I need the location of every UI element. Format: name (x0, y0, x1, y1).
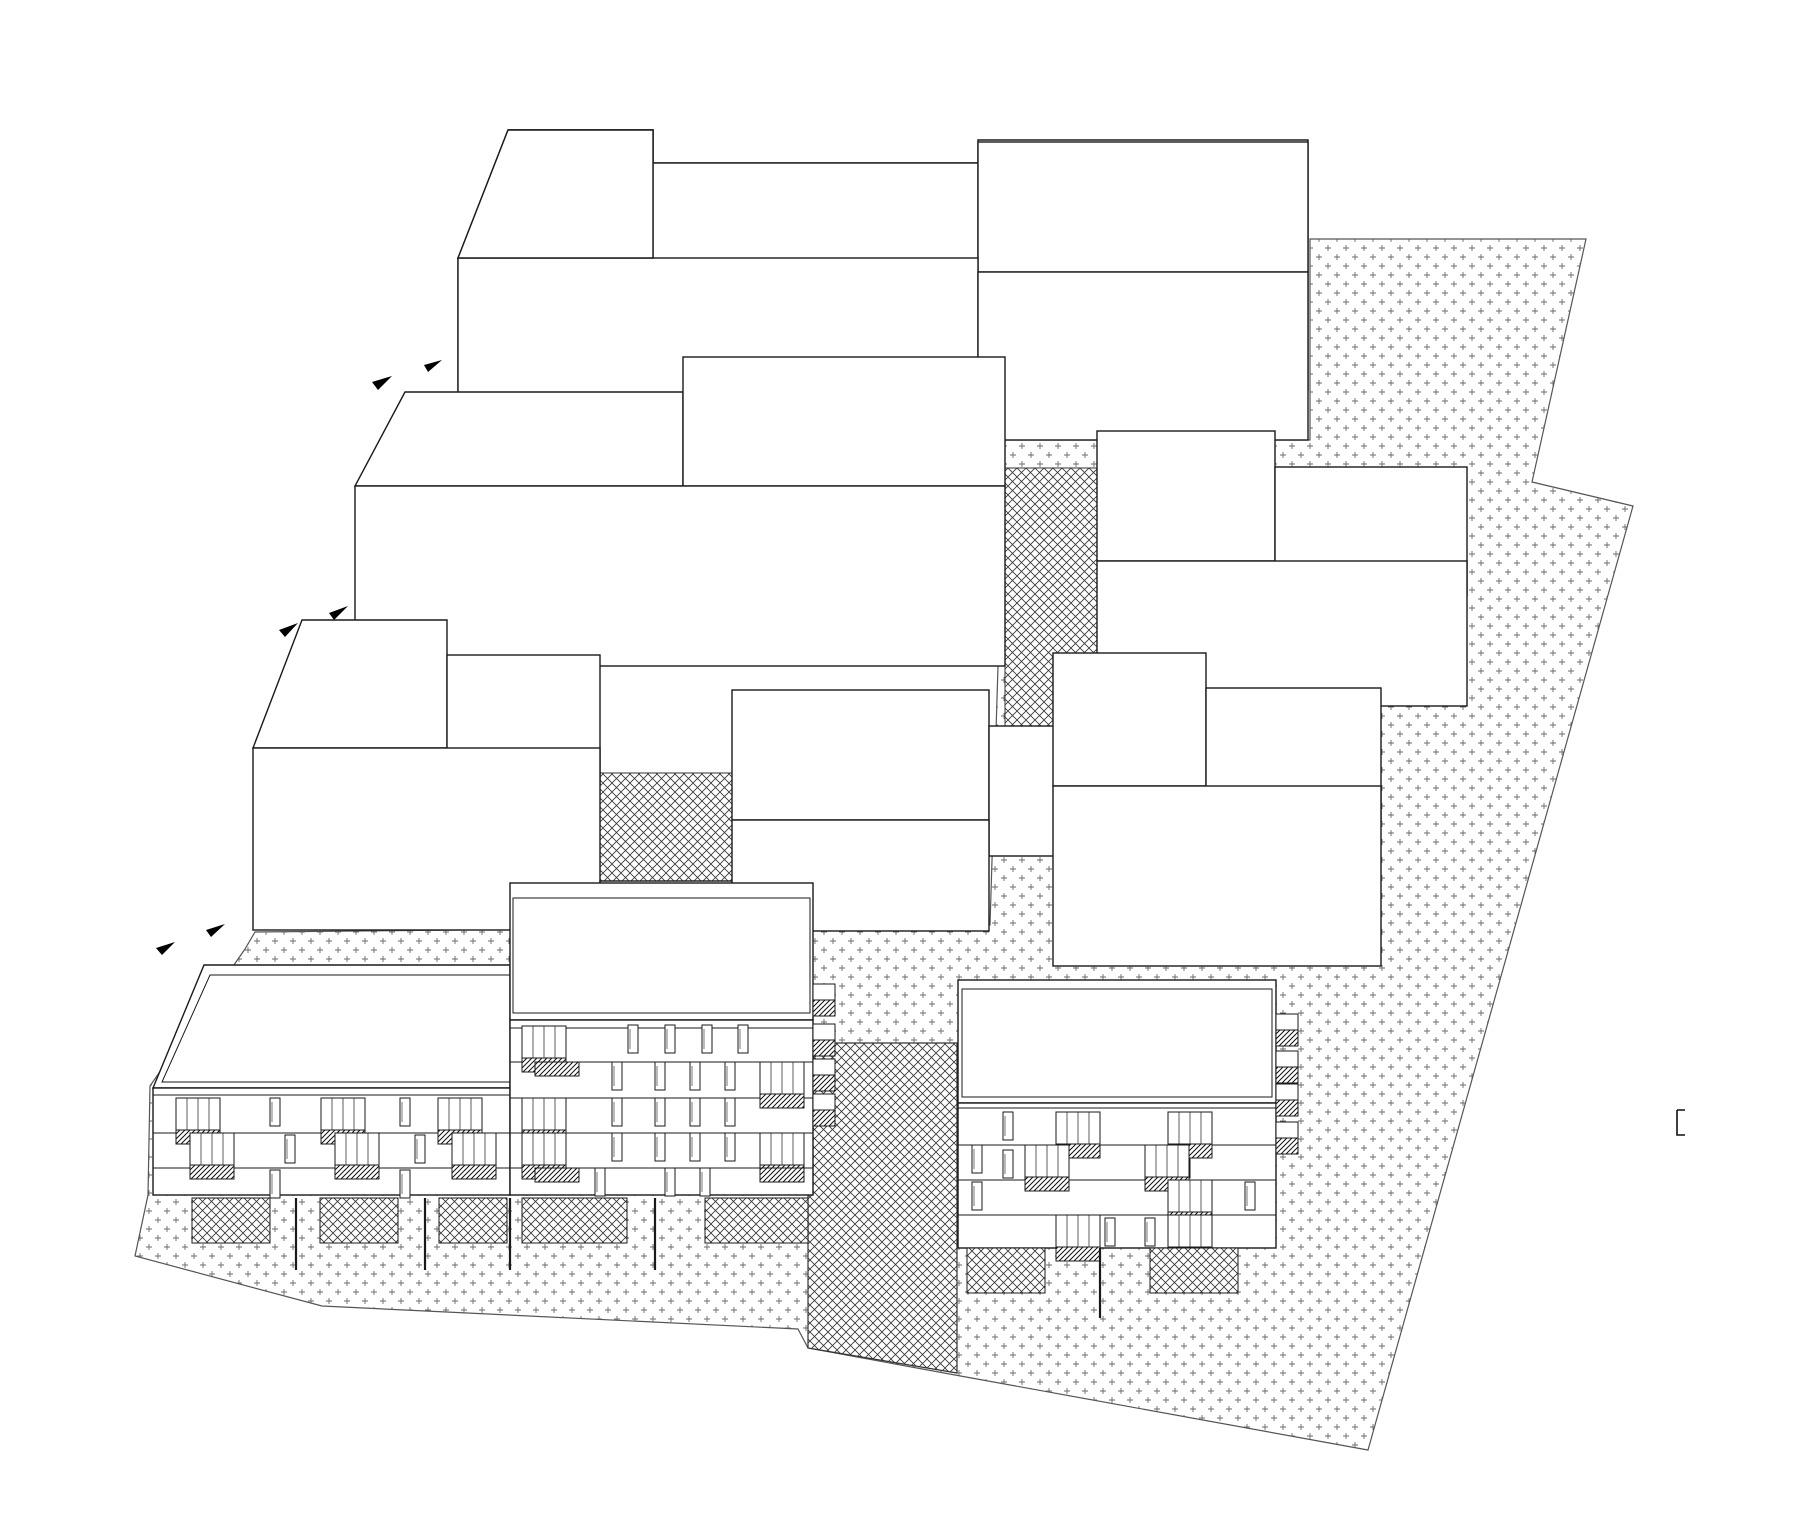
view-arrow (329, 606, 348, 620)
side-balcony (812, 1039, 836, 1057)
window (654, 1132, 666, 1162)
block-second-left-roof (353, 391, 684, 487)
window (654, 1097, 666, 1127)
window (1002, 1149, 1014, 1179)
window (654, 1061, 666, 1091)
balcony-railing (451, 1164, 497, 1180)
window (284, 1134, 296, 1164)
window (971, 1181, 983, 1211)
window (399, 1097, 411, 1127)
view-arrow (206, 924, 225, 937)
terrace (521, 1197, 628, 1244)
window (689, 1061, 701, 1091)
paved-passages (599, 467, 1101, 1374)
roof-block-c (957, 979, 1277, 1104)
window (1244, 1181, 1256, 1211)
window (689, 1132, 701, 1162)
block-top-right-upper (977, 141, 1309, 273)
terrace (966, 1247, 1046, 1294)
window (724, 1061, 736, 1091)
side-balcony (1275, 1137, 1299, 1155)
window (627, 1024, 639, 1054)
side-balcony-glazing (812, 1023, 836, 1041)
balcony-railing (759, 1093, 805, 1109)
window (611, 1061, 623, 1091)
side-balcony (812, 1074, 836, 1092)
side-balcony (812, 999, 836, 1017)
view-arrow (279, 623, 298, 637)
window (269, 1169, 281, 1199)
side-balcony-glazing (812, 1093, 836, 1111)
side-balcony-glazing (1275, 1083, 1299, 1101)
balcony-railing (759, 1167, 805, 1183)
terrace (704, 1197, 809, 1244)
window (664, 1024, 676, 1054)
window (269, 1097, 281, 1127)
window (737, 1024, 749, 1054)
side-balcony (1275, 1066, 1299, 1084)
block-centre-side (988, 725, 1055, 857)
window (1144, 1217, 1156, 1247)
block-right-top-upper (1096, 430, 1276, 562)
view-arrow (156, 942, 175, 955)
block-top-right-lower (977, 271, 1309, 441)
window (594, 1167, 606, 1197)
side-balcony-glazing (1275, 1121, 1299, 1139)
terrace (438, 1197, 508, 1244)
balcony-railing (534, 1061, 580, 1077)
edge-mark (1676, 1109, 1685, 1136)
roof-edge-block-b (512, 897, 811, 1014)
roof-edge-block-c (961, 988, 1273, 1098)
terrace (319, 1197, 399, 1244)
window (724, 1132, 736, 1162)
terrace (1149, 1247, 1239, 1294)
view-arrow (372, 376, 392, 390)
block-right-mid-upper (1052, 652, 1207, 787)
block-second-right-upper (682, 356, 1006, 487)
window (414, 1134, 426, 1164)
side-balcony-glazing (1275, 1050, 1299, 1068)
window (611, 1132, 623, 1162)
new-residential-blocks (151, 882, 1299, 1318)
balcony-railing (534, 1167, 580, 1183)
paving-passage-south (807, 1042, 958, 1374)
side-balcony (1275, 1029, 1299, 1047)
window (699, 1167, 711, 1197)
window (1002, 1111, 1014, 1141)
side-balcony (1275, 1099, 1299, 1117)
view-arrow (424, 360, 442, 372)
block-right-mid-lower (1052, 785, 1382, 967)
window (724, 1097, 736, 1127)
window (701, 1024, 713, 1054)
balcony-railing (334, 1164, 380, 1180)
paving-passage-mid (599, 772, 733, 882)
block-centre-upper (731, 689, 990, 821)
side-balcony-glazing (812, 983, 836, 1001)
block-top-left-roof (456, 129, 654, 259)
roof-block-b (509, 882, 814, 1021)
balcony-railing (189, 1164, 235, 1180)
existing-building-blocks (251, 129, 1468, 967)
window (971, 1144, 983, 1174)
side-balcony-glazing (812, 1058, 836, 1076)
terrace (191, 1197, 271, 1244)
window (611, 1097, 623, 1127)
window (1104, 1217, 1116, 1247)
window (689, 1097, 701, 1127)
side-balcony-glazing (1275, 1013, 1299, 1031)
block-second-lower (354, 485, 1006, 667)
block-third-left-roof (251, 619, 448, 749)
window (399, 1169, 411, 1199)
side-balcony (812, 1109, 836, 1127)
balcony-railing (1055, 1246, 1101, 1262)
window (664, 1167, 676, 1197)
balcony-railing (1024, 1176, 1070, 1192)
view-arrows (156, 360, 442, 955)
